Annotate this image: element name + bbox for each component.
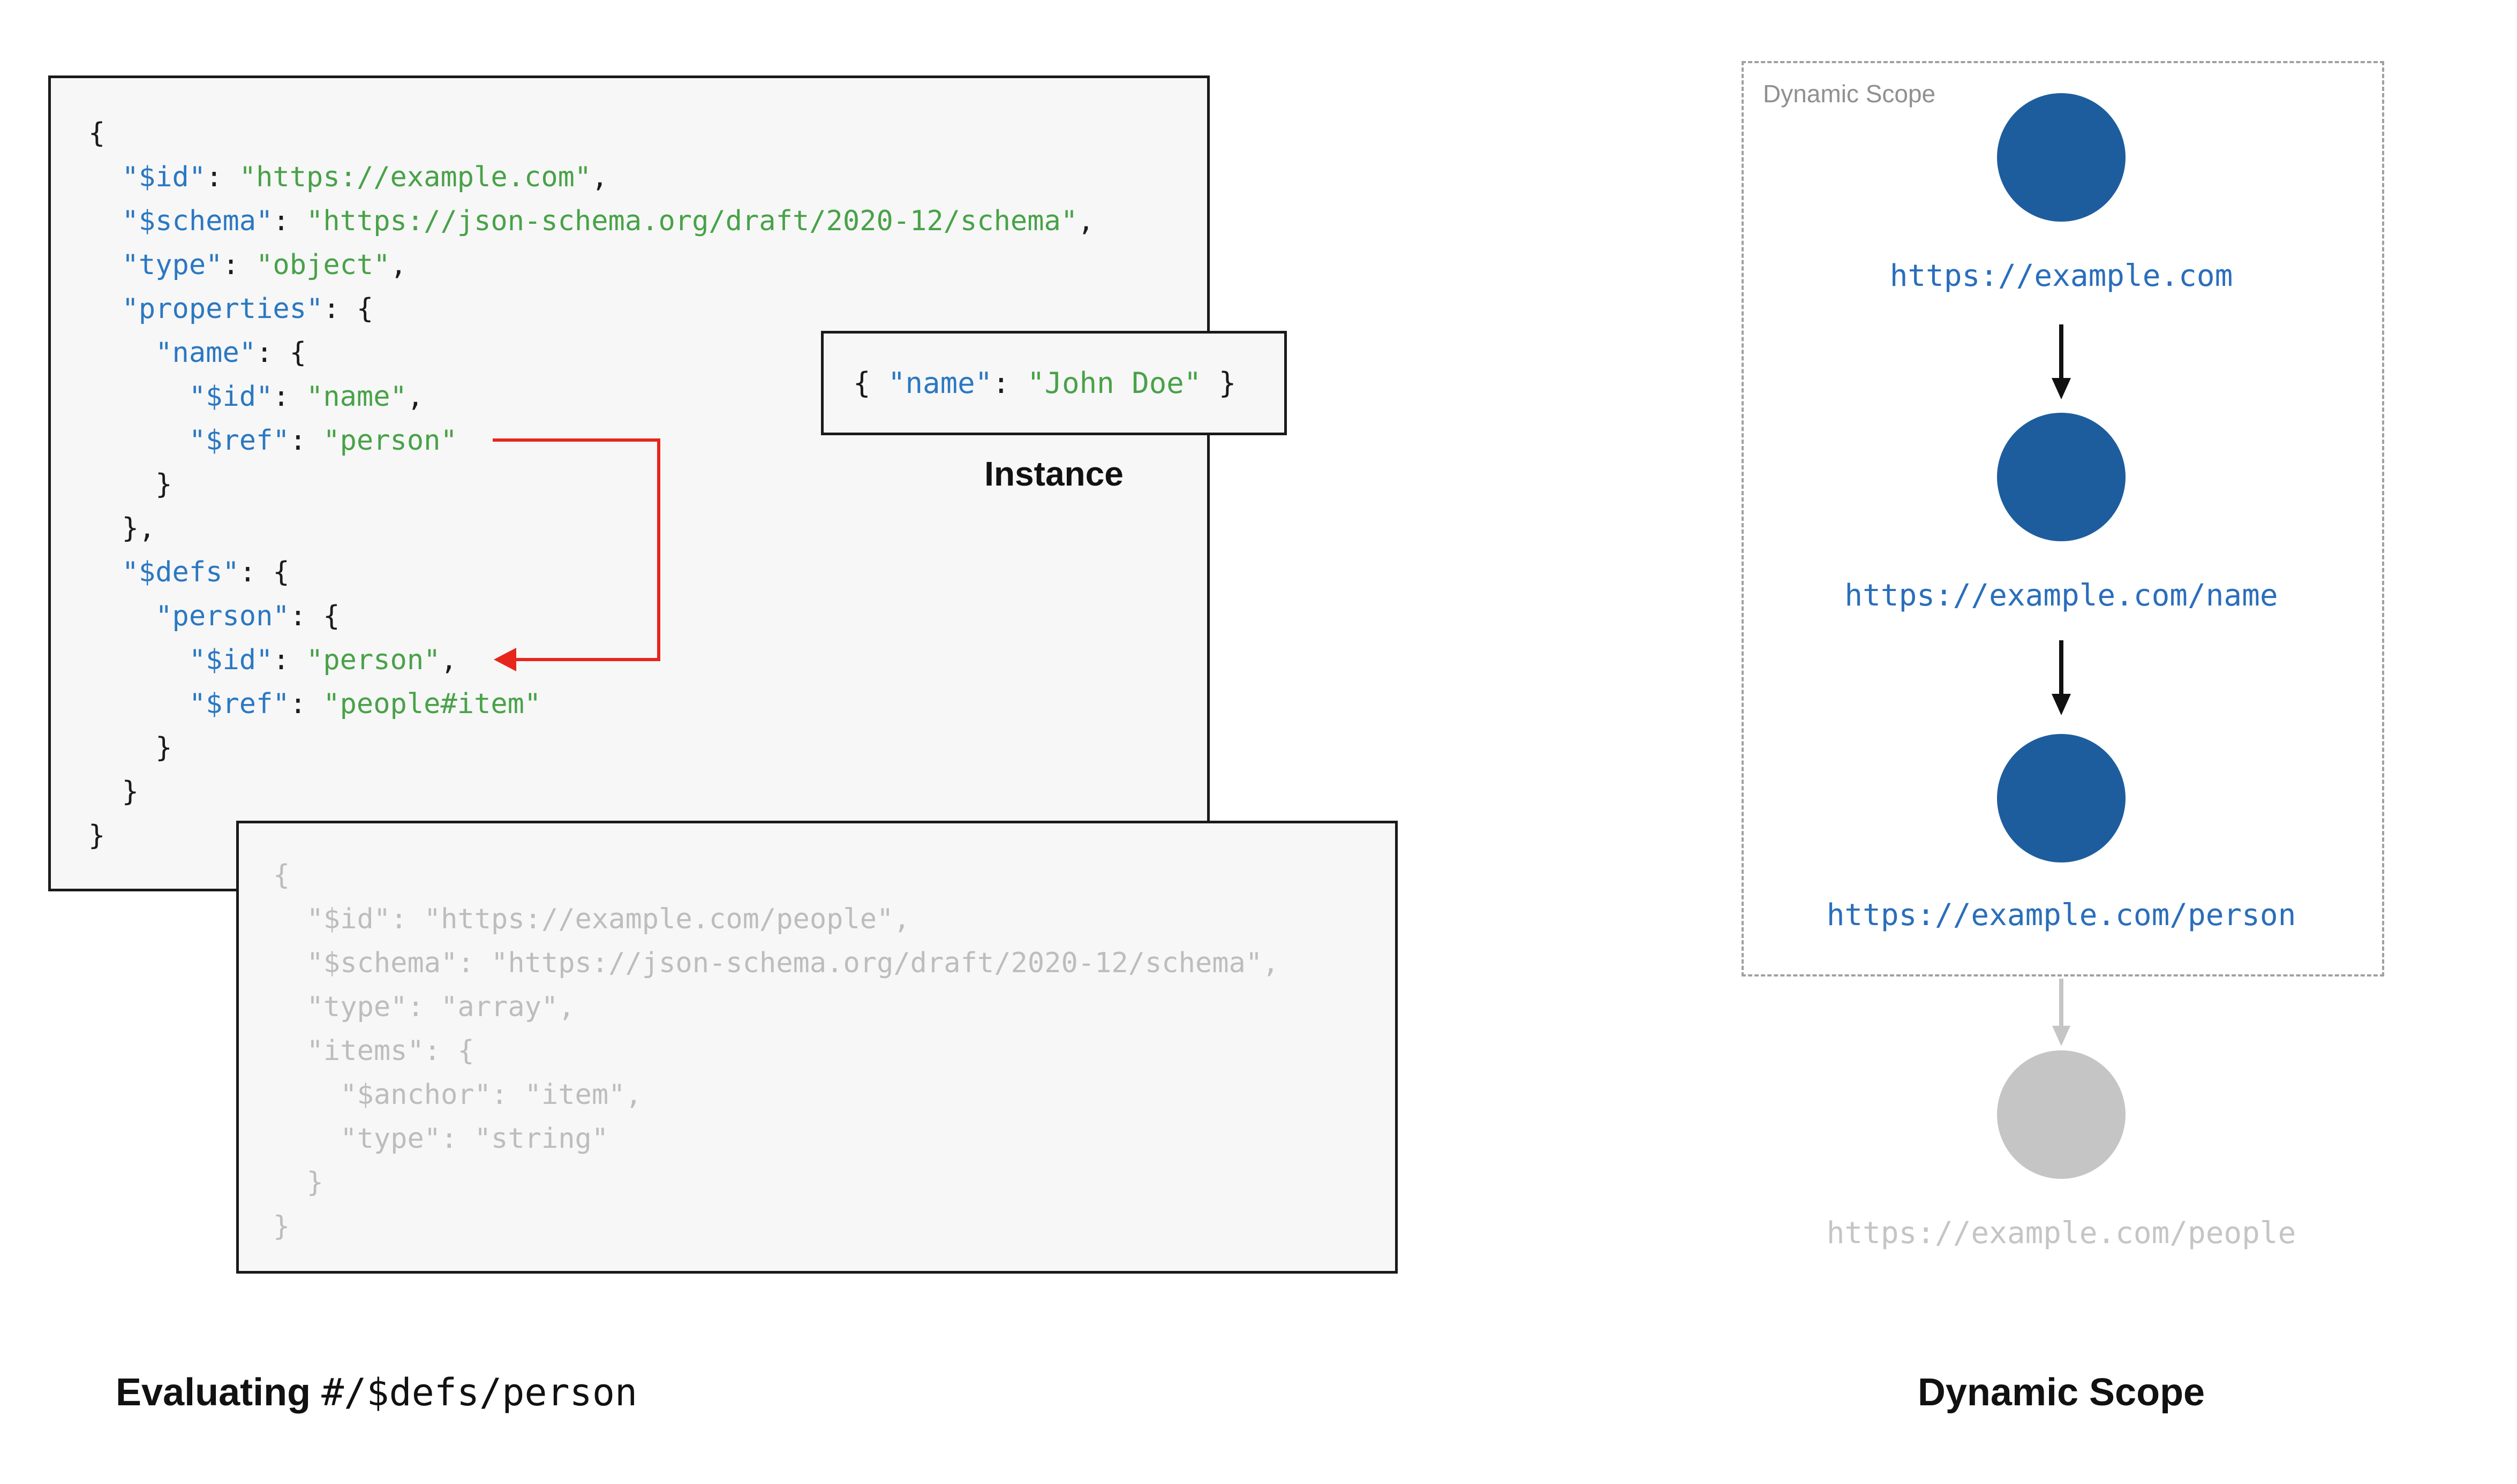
main-schema-code: { "$id": "https://example.com", "$schema… (88, 117, 1095, 852)
evaluating-caption-pointer: #/$defs/person (321, 1371, 638, 1414)
ref-arrow-line (493, 438, 660, 661)
scope-node-url-4-inactive: https://example.com/people (1826, 1216, 2296, 1251)
evaluating-caption-prefix: Evaluating (116, 1371, 322, 1414)
ref-resolution-arrow (493, 438, 660, 671)
down-arrow-icon-1 (2052, 324, 2071, 399)
down-arrow-gray-icon (2052, 979, 2070, 1046)
scope-node-circle-3 (1997, 734, 2126, 862)
ref-arrow-head (494, 648, 516, 671)
scope-node-circle-2 (1997, 413, 2126, 541)
down-arrow-icon-2 (2052, 640, 2071, 715)
scope-node-url-3: https://example.com/person (1826, 898, 2296, 933)
instance-label: Instance (984, 455, 1124, 493)
scope-node-circle-4-inactive (1997, 1050, 2126, 1179)
evaluating-caption: Evaluating #/$defs/person (116, 1371, 637, 1414)
people-schema-box: { "$id": "https://example.com/people", "… (236, 821, 1398, 1274)
main-schema-box: { "$id": "https://example.com", "$schema… (48, 75, 1210, 891)
dynamic-scope-box-label: Dynamic Scope (1763, 80, 1936, 108)
instance-box: { "name": "John Doe" } (821, 331, 1287, 435)
scope-node-circle-1 (1997, 93, 2126, 222)
dynamic-scope-box: Dynamic Scope (1742, 61, 2384, 976)
scope-node-url-1: https://example.com (1889, 259, 2233, 293)
dynamic-scope-caption: Dynamic Scope (1917, 1371, 2205, 1414)
people-schema-code: { "$id": "https://example.com/people", "… (273, 859, 1279, 1243)
instance-code: { "name": "John Doe" } (853, 366, 1237, 400)
scope-node-url-2: https://example.com/name (1844, 578, 2278, 613)
